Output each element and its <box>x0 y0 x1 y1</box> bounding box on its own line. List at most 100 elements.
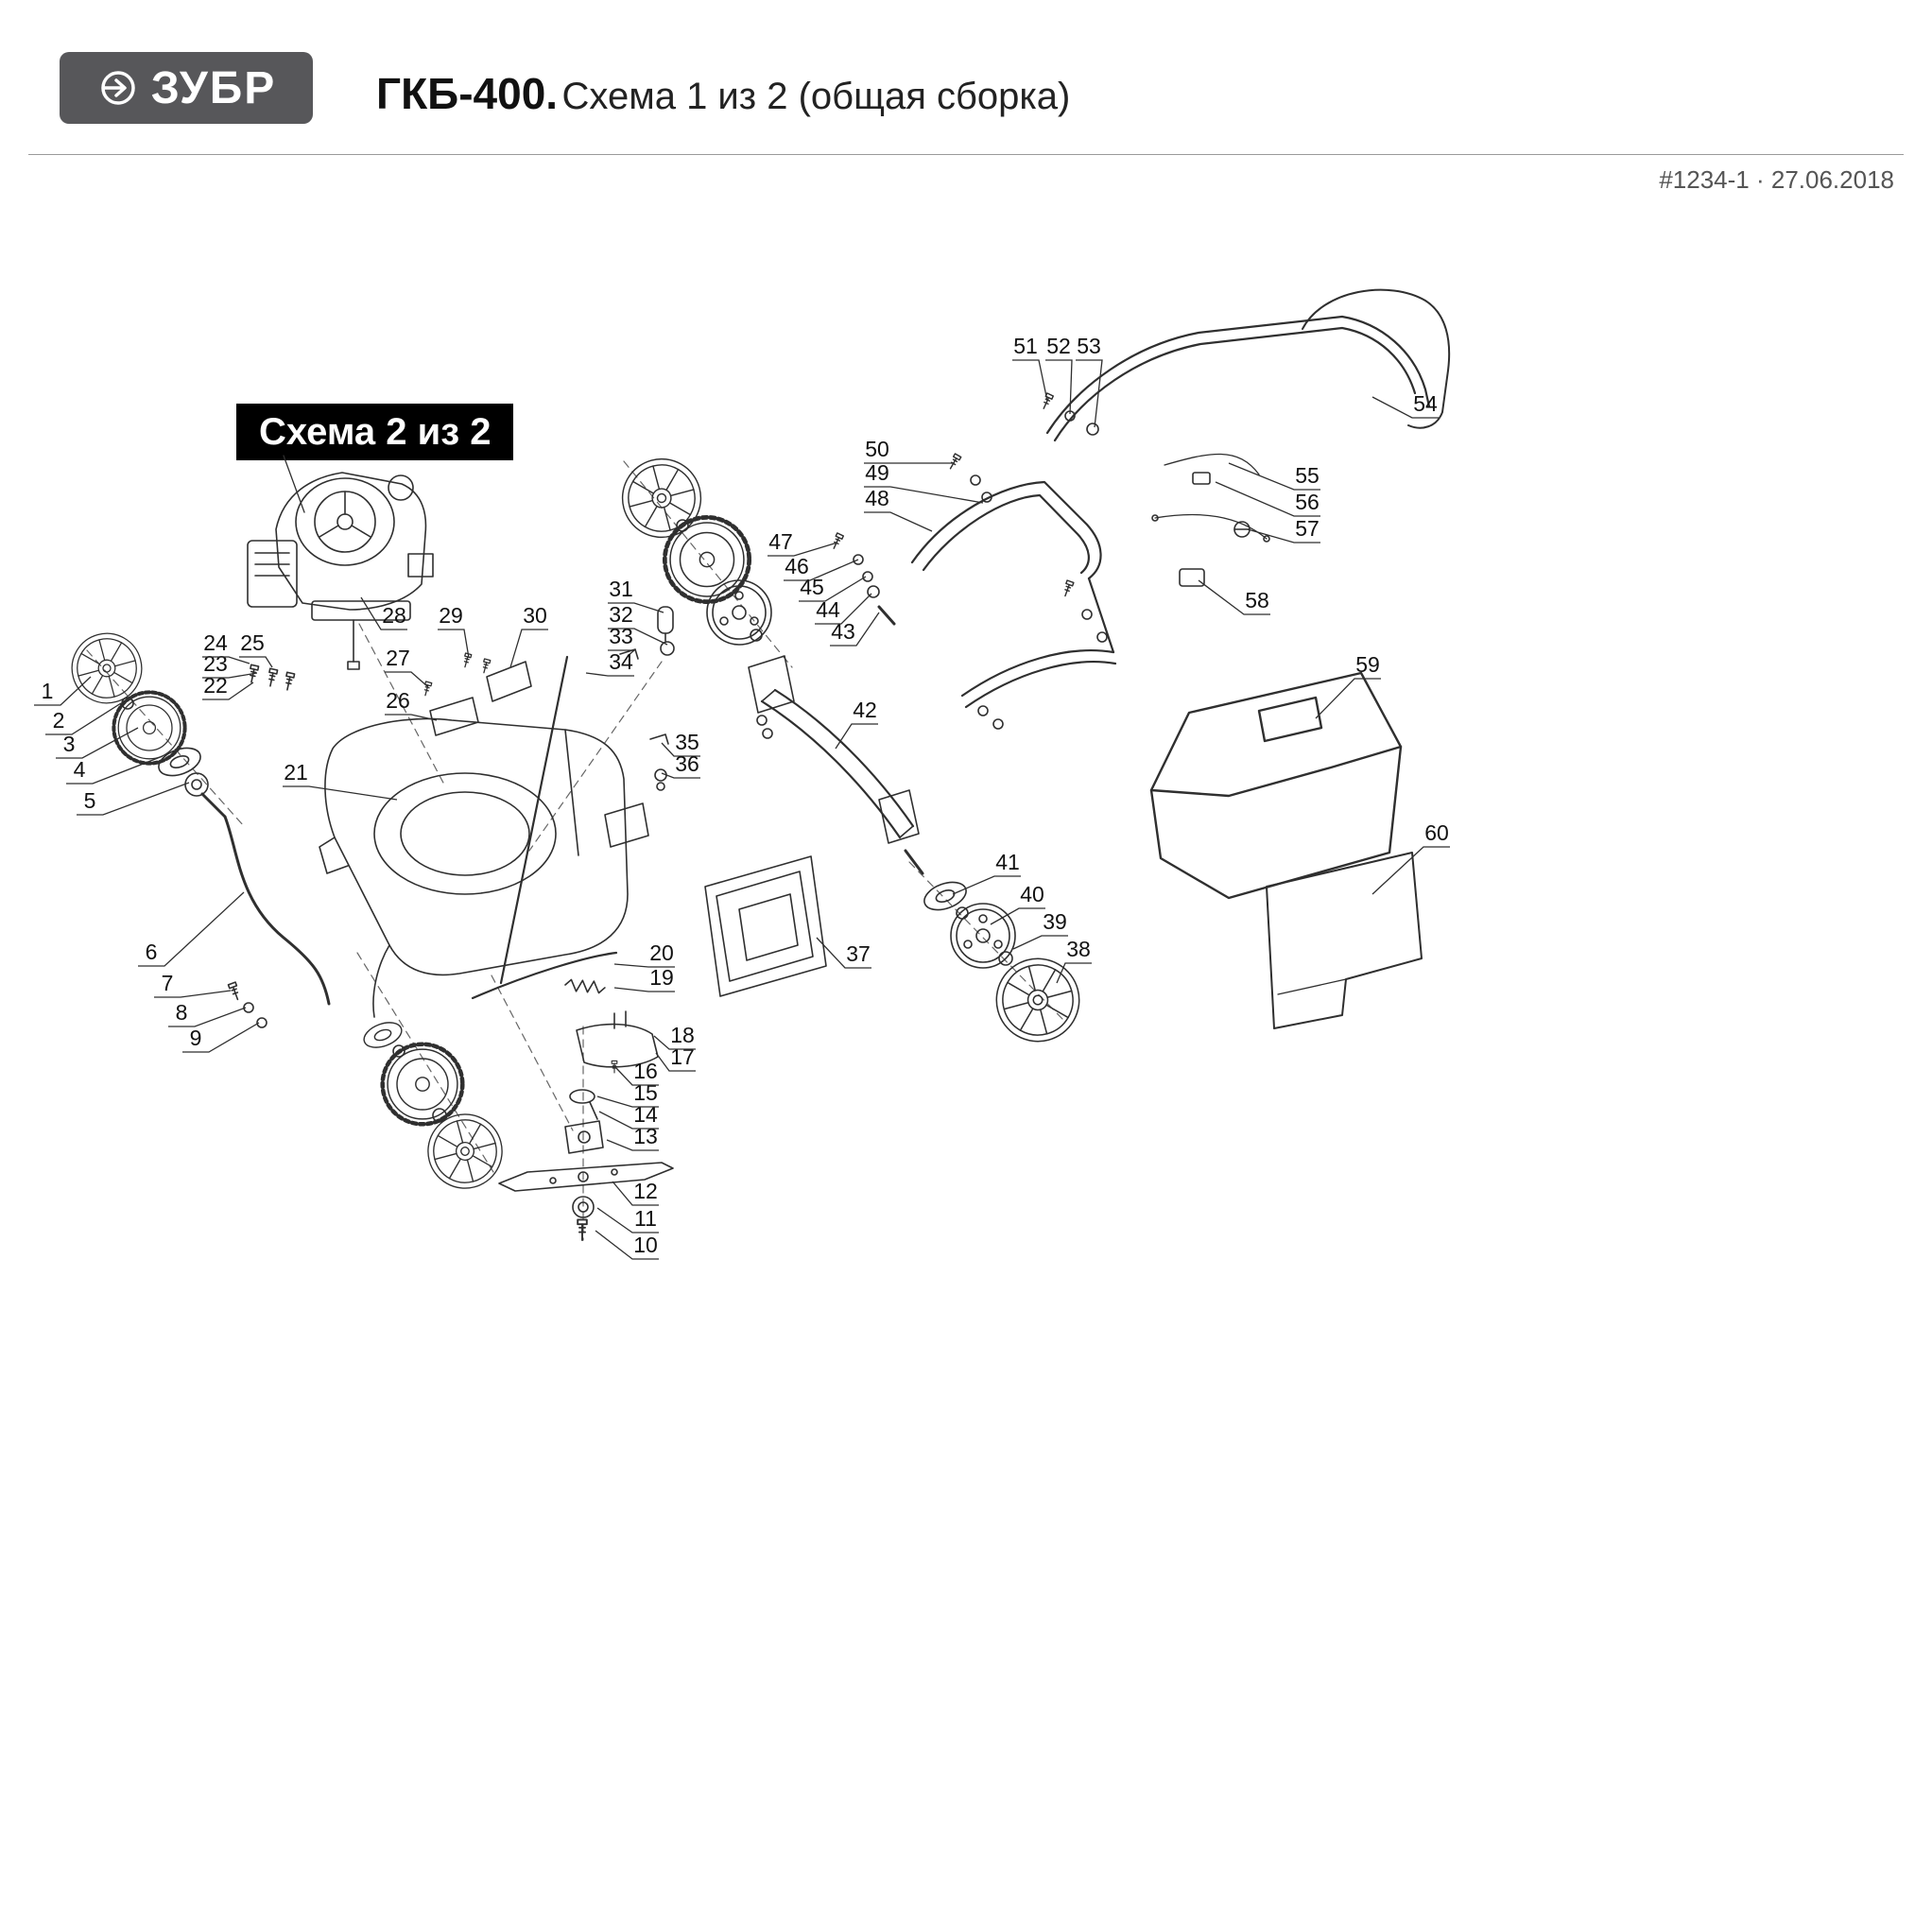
svg-text:17: 17 <box>670 1044 695 1069</box>
part-callout-10: 10 <box>595 1230 659 1260</box>
svg-text:42: 42 <box>853 698 877 722</box>
part-callout-24: 24 <box>202 630 250 664</box>
part-callout-38: 38 <box>1056 937 1092 984</box>
svg-text:38: 38 <box>1066 937 1091 961</box>
page-title: ГКБ-400. Схема 1 из 2 (общая сборка) <box>376 68 1070 119</box>
part-callout-8: 8 <box>168 1000 247 1027</box>
svg-text:55: 55 <box>1295 463 1320 488</box>
svg-text:28: 28 <box>382 603 406 628</box>
part-callout-41: 41 <box>952 850 1021 895</box>
svg-text:18: 18 <box>670 1023 695 1047</box>
part-callout-42: 42 <box>835 698 878 750</box>
svg-text:22: 22 <box>203 673 228 698</box>
part-callout-43: 43 <box>830 612 880 647</box>
svg-text:20: 20 <box>649 940 674 965</box>
part-callout-48: 48 <box>864 486 933 532</box>
svg-text:59: 59 <box>1355 652 1380 677</box>
part-callout-52: 52 <box>1045 334 1073 415</box>
svg-text:21: 21 <box>284 760 308 785</box>
part-callout-18: 18 <box>653 1023 696 1050</box>
part-callout-50: 50 <box>864 437 953 464</box>
part-callout-9: 9 <box>182 1022 260 1053</box>
part-callout-25: 25 <box>239 630 273 668</box>
part-callout-47: 47 <box>768 529 838 557</box>
part-callout-31: 31 <box>608 577 664 613</box>
part-callout-29: 29 <box>438 603 470 659</box>
svg-text:37: 37 <box>846 941 871 966</box>
svg-text:60: 60 <box>1424 820 1449 845</box>
engine-drawing <box>247 472 434 670</box>
svg-text:52: 52 <box>1046 334 1071 358</box>
part-callout-30: 30 <box>509 603 548 668</box>
part-callout-5: 5 <box>77 782 190 816</box>
part-callout-36: 36 <box>661 751 700 779</box>
part-callout-21: 21 <box>283 760 398 801</box>
document-reference: #1234-1 · 27.06.2018 <box>1659 165 1894 194</box>
part-callout-17: 17 <box>655 1044 696 1072</box>
scheme-2-label[interactable]: Схема 2 из 2 <box>236 404 514 460</box>
svg-text:5: 5 <box>84 788 96 813</box>
svg-text:36: 36 <box>675 751 699 776</box>
svg-text:50: 50 <box>865 437 889 461</box>
svg-text:43: 43 <box>831 619 855 644</box>
svg-text:35: 35 <box>675 730 699 754</box>
schema-subtitle: Схема 1 из 2 (общая сборка) <box>561 76 1071 117</box>
svg-text:15: 15 <box>633 1080 658 1105</box>
svg-text:12: 12 <box>633 1179 658 1203</box>
part-callout-51: 51 <box>1012 334 1048 402</box>
svg-text:32: 32 <box>609 602 633 627</box>
svg-text:26: 26 <box>386 688 410 713</box>
svg-text:47: 47 <box>768 529 793 554</box>
part-callout-58: 58 <box>1198 579 1270 615</box>
svg-text:19: 19 <box>649 965 674 990</box>
svg-text:53: 53 <box>1077 334 1101 358</box>
part-callout-34: 34 <box>585 649 634 677</box>
svg-text:34: 34 <box>609 649 633 674</box>
part-callout-15: 15 <box>596 1080 659 1108</box>
part-callout-19: 19 <box>613 965 675 992</box>
part-callout-28: 28 <box>360 596 407 630</box>
part-callout-45: 45 <box>799 575 867 602</box>
part-callout-14: 14 <box>598 1102 659 1130</box>
header-divider <box>28 154 1904 155</box>
part-callout-16: 16 <box>615 1059 659 1086</box>
part-callout-33: 33 <box>608 624 636 657</box>
part-callout-11: 11 <box>596 1206 659 1233</box>
deck-drawing <box>319 717 629 1058</box>
part-callout-49: 49 <box>864 460 984 504</box>
brand-arrow-icon <box>100 71 135 105</box>
svg-text:1: 1 <box>42 679 54 703</box>
svg-text:31: 31 <box>609 577 633 601</box>
part-callout-26: 26 <box>385 688 438 721</box>
svg-text:54: 54 <box>1413 391 1438 416</box>
svg-text:2: 2 <box>53 708 65 733</box>
svg-text:13: 13 <box>633 1124 658 1148</box>
part-callout-40: 40 <box>990 882 1045 925</box>
part-callout-22: 22 <box>202 673 254 700</box>
part-callout-4: 4 <box>66 755 164 785</box>
svg-text:40: 40 <box>1020 882 1044 906</box>
part-callout-56: 56 <box>1215 481 1320 517</box>
svg-text:24: 24 <box>203 630 228 655</box>
svg-text:46: 46 <box>785 554 809 578</box>
brand-name: ЗУБР <box>150 62 277 113</box>
svg-text:45: 45 <box>800 575 824 599</box>
part-callout-37: 37 <box>816 937 871 969</box>
part-callout-13: 13 <box>606 1124 659 1151</box>
part-callout-20: 20 <box>613 940 675 968</box>
svg-text:23: 23 <box>203 651 228 676</box>
svg-text:25: 25 <box>240 630 265 655</box>
part-callout-7: 7 <box>154 971 232 998</box>
part-callout-27: 27 <box>385 646 428 687</box>
part-callout-1: 1 <box>34 676 92 706</box>
svg-text:49: 49 <box>865 460 889 485</box>
svg-text:30: 30 <box>523 603 547 628</box>
svg-text:6: 6 <box>146 940 158 964</box>
svg-text:58: 58 <box>1245 588 1269 612</box>
part-callout-3: 3 <box>56 727 139 759</box>
svg-text:3: 3 <box>63 732 76 756</box>
part-callout-6: 6 <box>138 891 245 967</box>
svg-text:51: 51 <box>1013 334 1038 358</box>
